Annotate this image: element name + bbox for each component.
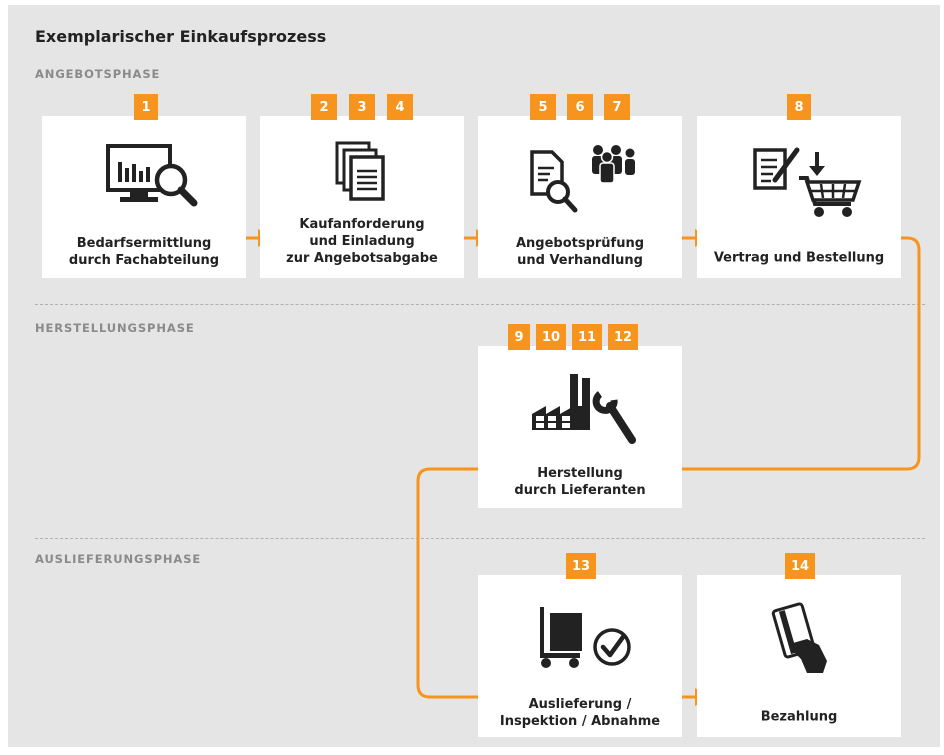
phase-divider-2 [35,538,925,539]
step-label: Kaufanforderung und Einladung zur Angebo… [286,217,438,266]
step-angebotspruefung: 5 6 7 Angebotsprüfung und Verhandlung [478,94,682,278]
delivery-check-icon [540,607,631,668]
arrow-step5-step6 [416,467,486,699]
phase-label-herstellung: HERSTELLUNGSPHASE [35,321,195,335]
step-label: Vertrag und Bestellung [713,250,885,266]
step-vertrag-bestellung: 8 Vertrag und Bestellung [697,94,901,278]
step-label: Bedarfsermittlung durch Fachabteilung [68,236,220,268]
step-number-badge: 1 [134,94,158,120]
documents-icon [335,141,385,201]
step-number-badge: 14 [785,553,815,579]
diagram-canvas: Exemplarischer Einkaufsprozess ANGEBOTSP… [8,5,940,747]
factory-wrench-icon [532,374,636,444]
phase-label-auslieferung: AUSLIEFERUNGSPHASE [35,552,202,566]
step-herstellung: 9 10 11 12 Herstellung durch Lieferanten [478,324,682,508]
step-number-badge: 4 [387,94,413,120]
step-kaufanforderung: 2 3 4 Kaufanforderung und Einladung zur … [260,94,464,278]
contract-cart-icon [753,147,862,217]
step-label: Auslieferung / Inspektion / Abnahme [499,697,661,729]
card-payment-icon [771,602,827,673]
document-search-people-icon [530,145,635,213]
step-number-badge: 3 [349,94,375,120]
step-bedarfsermittlung: 1 Bedarfsermittlung durch Fachabteilung [42,94,246,278]
phase-label-angebot: ANGEBOTSPHASE [35,67,161,81]
step-number-badge: 6 [567,94,593,120]
arrow-step4-step5 [680,236,921,471]
monitor-analytics-icon [106,144,198,207]
step-number-badge: 2 [311,94,337,120]
step-bezahlung: 14 Bezahlung [697,553,901,737]
step-label: Herstellung durch Lieferanten [514,466,646,498]
step-number-badge: 5 [530,94,556,120]
step-label: Bezahlung [760,709,838,725]
step-number-badge: 7 [604,94,630,120]
diagram-title: Exemplarischer Einkaufsprozess [35,27,327,46]
step-auslieferung: 13 Auslieferung / Inspektion / Abnahme [478,553,682,737]
step-number-badge: 10 [536,324,566,350]
step-label: Angebotsprüfung und Verhandlung [515,236,645,268]
step-number-badge: 8 [787,94,811,120]
step-number-badge: 11 [572,324,602,350]
step-number-badge: 13 [566,553,596,579]
step-number-badge: 9 [508,324,530,350]
step-number-badge: 12 [608,324,638,350]
phase-divider-1 [35,304,925,305]
